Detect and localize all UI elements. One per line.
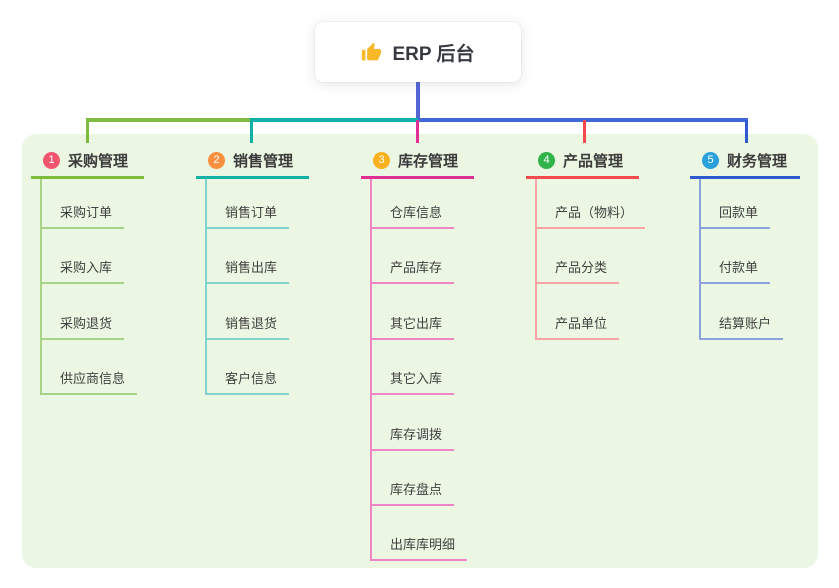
child-node: 采购退货 — [42, 284, 144, 340]
child-node: 销售出库 — [207, 229, 309, 285]
child-node: 出库库明细 — [372, 506, 474, 562]
branches-panel — [22, 134, 818, 568]
child-node: 付款单 — [701, 229, 800, 285]
child-label[interactable]: 其它入库 — [372, 368, 455, 396]
child-label[interactable]: 采购退货 — [42, 313, 125, 340]
child-label[interactable]: 产品分类 — [537, 257, 620, 285]
branch-label: 产品管理 — [563, 153, 624, 170]
child-label[interactable]: 库存盘点 — [372, 479, 455, 506]
branch-number-badge: 5 — [702, 152, 719, 169]
branch-sales: 2 销售管理 销售订单 销售出库 销售退货 客户信息 — [196, 145, 309, 396]
branch-number-badge: 1 — [43, 152, 60, 169]
child-label[interactable]: 产品（物料） — [537, 202, 646, 229]
branch-inventory-header[interactable]: 3 库存管理 — [361, 145, 474, 179]
child-label[interactable]: 出库库明细 — [372, 534, 468, 562]
branch-finance: 5 财务管理 回款单 付款单 结算账户 — [690, 145, 800, 340]
child-node: 仓库信息 — [372, 179, 474, 229]
branch-purchase-children: 采购订单 采购入库 采购退货 供应商信息 — [40, 179, 144, 396]
child-label[interactable]: 付款单 — [701, 257, 771, 285]
drop-connector-inventory — [416, 120, 419, 143]
child-node: 产品分类 — [537, 229, 639, 285]
branch-label: 库存管理 — [398, 153, 459, 170]
child-node: 库存盘点 — [372, 451, 474, 506]
branch-purchase-header[interactable]: 1 采购管理 — [31, 145, 144, 179]
root-stem-connector — [416, 82, 420, 122]
child-label[interactable]: 回款单 — [701, 202, 771, 229]
child-node: 产品（物料） — [537, 179, 646, 229]
child-label[interactable]: 销售订单 — [207, 202, 290, 229]
child-node: 其它入库 — [372, 340, 474, 396]
root-node[interactable]: ERP 后台 — [315, 22, 521, 82]
branch-number-badge: 2 — [208, 152, 225, 169]
child-label[interactable]: 产品单位 — [537, 313, 620, 340]
child-node: 库存调拨 — [372, 395, 474, 451]
child-label[interactable]: 结算账户 — [701, 313, 784, 340]
child-node: 客户信息 — [207, 340, 309, 396]
child-label[interactable]: 供应商信息 — [42, 368, 138, 396]
branch-product-children: 产品（物料） 产品分类 产品单位 — [535, 179, 646, 340]
drop-connector-finance — [745, 120, 748, 143]
child-node: 产品库存 — [372, 229, 474, 285]
child-node: 销售订单 — [207, 179, 309, 229]
child-node: 采购入库 — [42, 229, 144, 285]
bus-connector-green — [86, 118, 250, 122]
child-node: 结算账户 — [701, 284, 800, 340]
child-label[interactable]: 采购入库 — [42, 257, 125, 285]
thumbs-up-icon — [361, 42, 382, 63]
child-label[interactable]: 其它出库 — [372, 313, 455, 340]
child-node: 销售退货 — [207, 284, 309, 340]
child-label[interactable]: 仓库信息 — [372, 202, 455, 229]
branch-inventory-children: 仓库信息 产品库存 其它出库 其它入库 库存调拨 库存盘点 出库库明细 — [370, 179, 474, 562]
child-label[interactable]: 销售出库 — [207, 257, 290, 285]
child-node: 其它出库 — [372, 284, 474, 340]
child-label[interactable]: 采购订单 — [42, 202, 125, 229]
drop-connector-product — [583, 120, 586, 143]
branch-product: 4 产品管理 产品（物料） 产品分类 产品单位 — [526, 145, 646, 340]
child-label[interactable]: 销售退货 — [207, 313, 290, 340]
bus-connector-teal — [250, 118, 418, 122]
branch-sales-header[interactable]: 2 销售管理 — [196, 145, 309, 179]
branch-number-badge: 3 — [373, 152, 390, 169]
branch-label: 采购管理 — [68, 153, 129, 170]
drop-connector-sales — [250, 120, 253, 143]
child-label[interactable]: 产品库存 — [372, 257, 455, 285]
branch-inventory: 3 库存管理 仓库信息 产品库存 其它出库 其它入库 库存调拨 库存盘点 出库库… — [361, 145, 474, 562]
branch-label: 财务管理 — [727, 153, 788, 170]
child-node: 采购订单 — [42, 179, 144, 229]
child-node: 回款单 — [701, 179, 800, 229]
child-node: 供应商信息 — [42, 340, 144, 396]
root-title: ERP 后台 — [392, 43, 475, 65]
child-node: 产品单位 — [537, 284, 639, 340]
child-label[interactable]: 客户信息 — [207, 368, 290, 396]
branch-label: 销售管理 — [233, 153, 294, 170]
branch-purchase: 1 采购管理 采购订单 采购入库 采购退货 供应商信息 — [31, 145, 144, 396]
drop-connector-purchase — [86, 120, 89, 143]
branch-product-header[interactable]: 4 产品管理 — [526, 145, 639, 179]
branch-finance-header[interactable]: 5 财务管理 — [690, 145, 800, 179]
branch-sales-children: 销售订单 销售出库 销售退货 客户信息 — [205, 179, 309, 396]
branch-finance-children: 回款单 付款单 结算账户 — [699, 179, 800, 340]
branch-number-badge: 4 — [538, 152, 555, 169]
child-label[interactable]: 库存调拨 — [372, 424, 455, 451]
